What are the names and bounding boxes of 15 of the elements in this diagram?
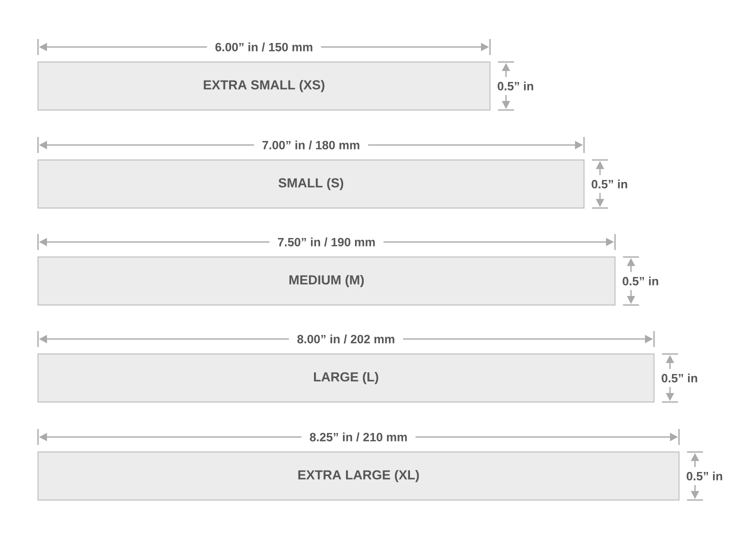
size-bar: SMALL (S) (37, 159, 585, 209)
dimension-label: 0.5” in (621, 276, 660, 286)
size-bar: MEDIUM (M) (37, 256, 616, 306)
size-bar: EXTRA LARGE (XL) (37, 451, 680, 501)
dimension-label: 0.5” in (685, 470, 724, 482)
dimension-label: 0.5” in (660, 372, 699, 384)
size-bar: LARGE (L) (37, 353, 655, 403)
dimension-label: 0.5” in (496, 80, 535, 92)
dimension-label: 0.5” in (590, 178, 629, 190)
size-bar: EXTRA SMALL (XS) (37, 61, 491, 111)
dimension-label: 7.00” in / 180 mm (254, 140, 368, 150)
dimension-label: 8.25” in / 210 mm (301, 432, 416, 442)
dimension-label: 6.00” in / 150 mm (206, 42, 322, 52)
dimension-label: 7.50” in / 190 mm (269, 236, 384, 248)
dimension-label: 8.00” in / 202 mm (288, 334, 404, 344)
